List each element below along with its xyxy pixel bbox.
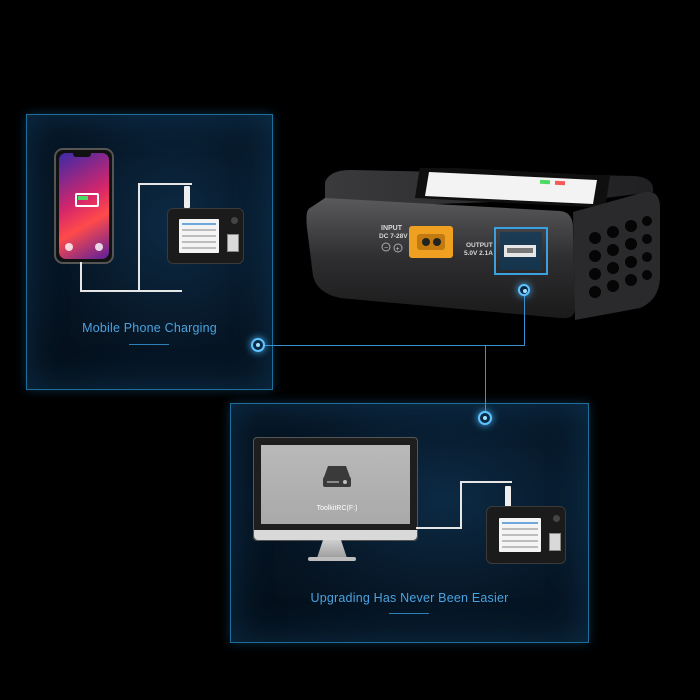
mini-charger-image bbox=[486, 506, 566, 564]
connector-line bbox=[524, 290, 525, 346]
connector-node bbox=[518, 284, 530, 296]
usb-cable bbox=[416, 481, 460, 529]
fan-icon bbox=[589, 216, 652, 298]
connector-node bbox=[251, 338, 265, 352]
smartphone-image bbox=[54, 148, 114, 264]
output-label: OUTPUT bbox=[466, 242, 493, 249]
caption-underline bbox=[389, 613, 429, 614]
usb-cable bbox=[80, 262, 182, 292]
computer-monitor-image bbox=[253, 437, 418, 541]
monitor-stand bbox=[317, 540, 347, 558]
connector-line bbox=[258, 345, 525, 346]
caption-underline bbox=[129, 344, 169, 345]
usb-cable bbox=[460, 481, 512, 529]
output-spec: 5.0V 2.1A bbox=[464, 250, 493, 257]
svg-text:+: + bbox=[396, 246, 400, 253]
connector-line bbox=[485, 345, 486, 418]
input-label: INPUT bbox=[381, 225, 403, 232]
usb-cable bbox=[138, 183, 192, 292]
battery-icon bbox=[75, 193, 99, 207]
input-spec: DC 7-28V bbox=[379, 233, 408, 240]
drive-label: ToolkitRC(F:) bbox=[316, 505, 358, 512]
upgrade-caption: Upgrading Has Never Been Easier bbox=[310, 591, 509, 605]
main-charger-image: − + INPUT DC 7-28V OUTPUT 5.0V 2.1A bbox=[306, 168, 660, 320]
mobile-charging-caption: Mobile Phone Charging bbox=[82, 321, 217, 335]
mini-charger-image bbox=[167, 208, 244, 264]
connector-node bbox=[478, 411, 492, 425]
hard-drive-icon bbox=[323, 466, 351, 487]
svg-text:−: − bbox=[384, 245, 388, 252]
